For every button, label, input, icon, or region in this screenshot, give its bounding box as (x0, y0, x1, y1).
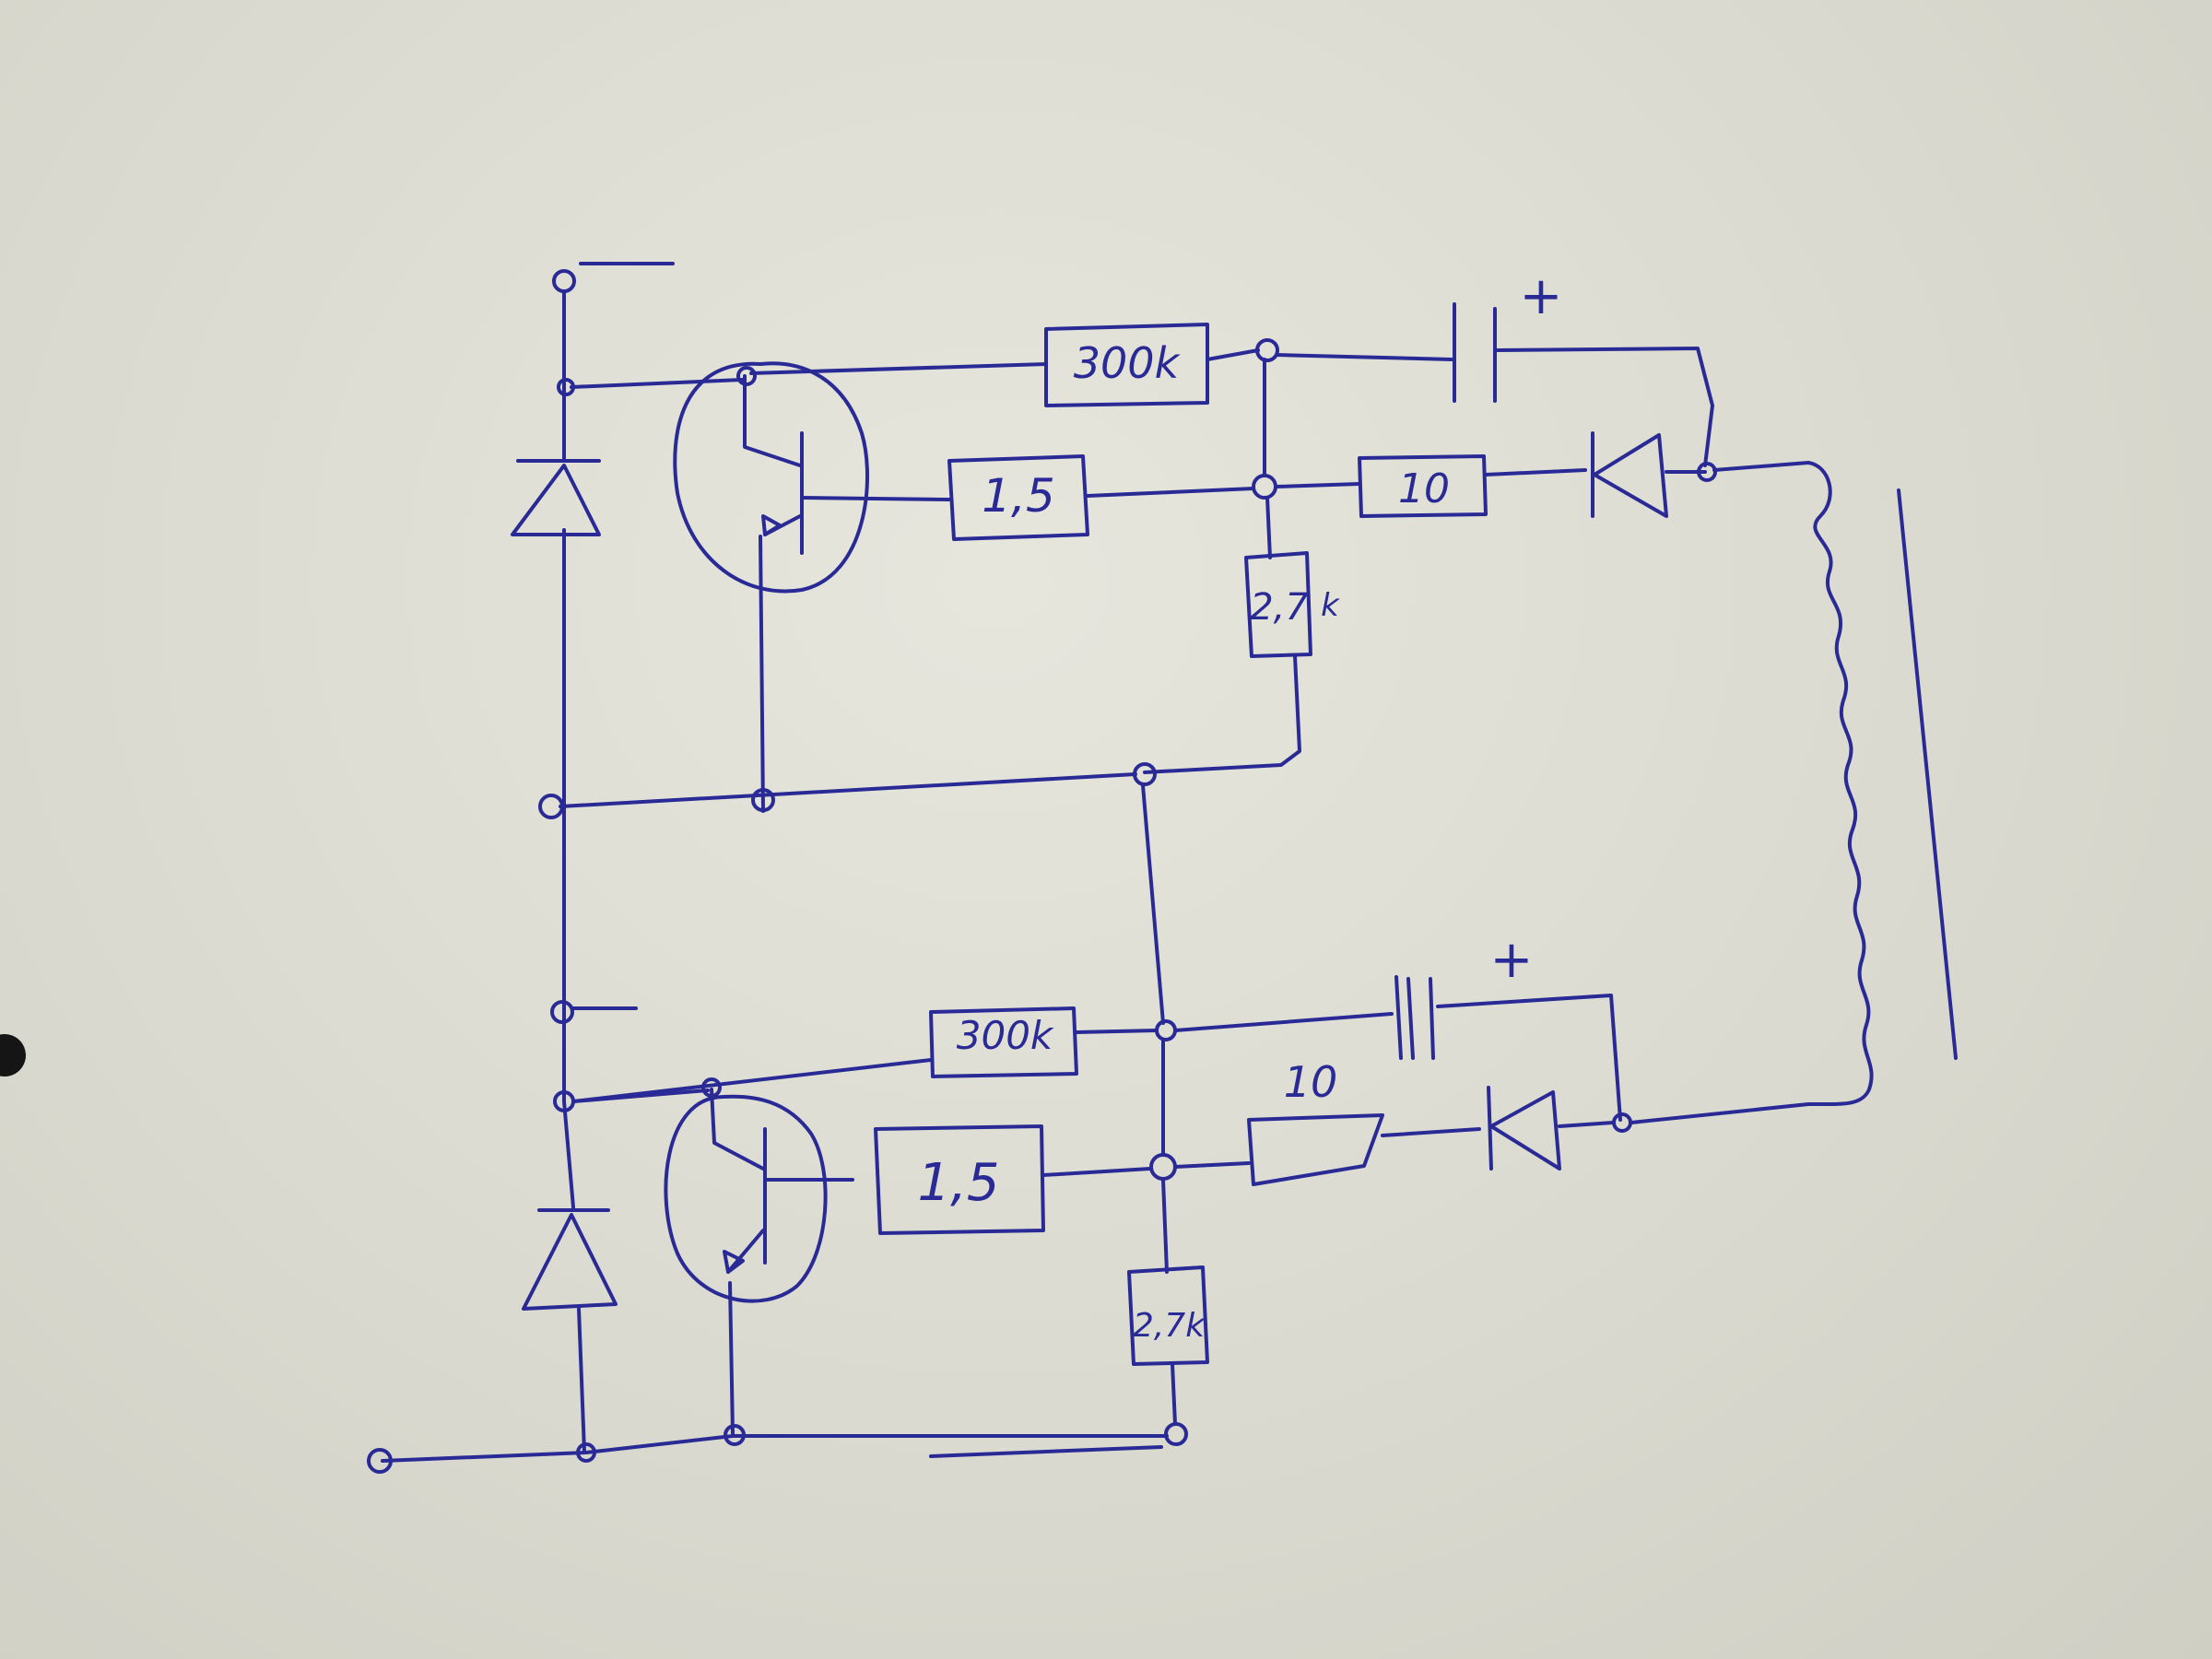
label-c-top-plus: + (1520, 266, 1563, 326)
transistor-top (673, 361, 951, 813)
label-r-300k-bottom: 300k (957, 1013, 1054, 1058)
capacitor-bottom: + (1173, 930, 1622, 1122)
node-top-junction-b (1252, 474, 1277, 500)
label-r-10-top: 10 (1398, 465, 1450, 512)
resistor-300k-top: 300k (749, 323, 1260, 407)
inductor-coil (1806, 461, 1958, 1107)
node-top-collector (736, 366, 757, 386)
resistor-10-top: 10 (1275, 454, 1587, 518)
wire-mid-bus (559, 772, 1137, 808)
wire-mid-vertical (1141, 783, 1165, 1025)
label-r-2-7-top-unit: k (1321, 587, 1340, 624)
resistor-2-7k-bottom: 2,7k (1127, 1178, 1209, 1426)
label-r-10-bottom: 10 (1284, 1057, 1338, 1107)
label-r-2-7-top: 2,7 (1250, 586, 1309, 629)
resistor-300k-bottom: 300k (571, 1006, 1159, 1103)
node-bottom-junction-b (1149, 1153, 1177, 1181)
resistor-10-bottom: 10 (1173, 1057, 1481, 1186)
node-bottom-emitter (724, 1424, 746, 1446)
wire-bottom-collector (571, 1088, 710, 1103)
label-r-2-7k-bottom: 2,7k (1133, 1307, 1206, 1345)
node-bottom-collector (701, 1077, 722, 1098)
zener-diode-bottom (522, 1208, 618, 1311)
wire-to-coil-bottom (1630, 1102, 1810, 1124)
zener-diode-top (511, 459, 601, 536)
label-r-1-5-bottom: 1,5 (917, 1153, 999, 1213)
node-bottom-right (1164, 1422, 1188, 1446)
node-top-diode-out (1697, 462, 1717, 482)
capacitor-top: + (1275, 266, 1714, 467)
resistor-1-5-bottom: 1,5 (874, 1124, 1152, 1235)
node-mid-right (1133, 762, 1157, 786)
bottom-bus (367, 1434, 1169, 1474)
node-top-junction-a (1255, 338, 1279, 362)
transistor-bottom (664, 1088, 854, 1435)
node-bottom-diode-out (1612, 1112, 1632, 1133)
wire-to-coil-top (1712, 461, 1810, 472)
node-rail-low-a (550, 1000, 574, 1024)
resistor-2-7k-top: 2,7 k (1143, 496, 1340, 774)
node-bottom-junction-a (1155, 1019, 1177, 1041)
label-c-bottom-plus: + (1490, 930, 1534, 990)
top-terminal (552, 262, 675, 387)
resistor-1-5-top: 1,5 (947, 454, 1255, 541)
left-rail-wire (562, 383, 586, 1453)
wire-top-collector (570, 378, 744, 389)
label-r-1-5-top: 1,5 (982, 469, 1055, 523)
label-r-300k-top: 300k (1074, 338, 1182, 388)
diode-top (1591, 431, 1707, 518)
diode-bottom (1487, 1086, 1615, 1171)
node-mid-emitter-top (751, 788, 775, 812)
